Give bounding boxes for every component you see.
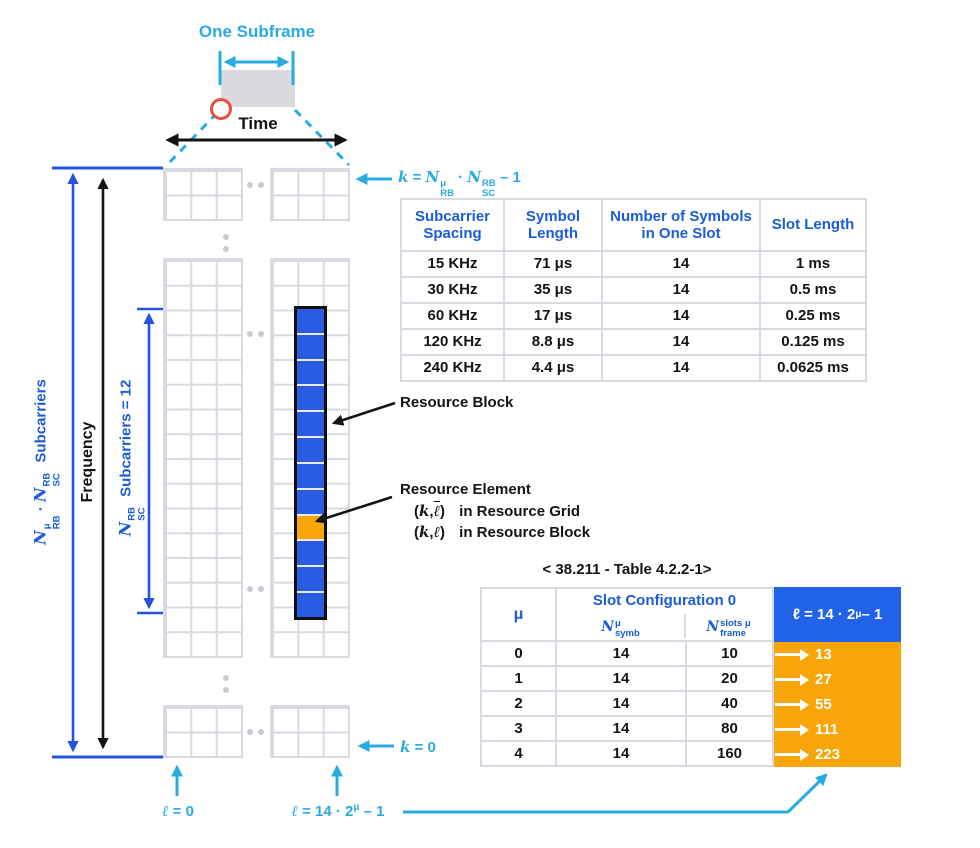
arrow-right-icon <box>775 723 809 736</box>
resource-element-cell <box>297 386 324 411</box>
table-cell: 0.25 ms <box>761 304 865 328</box>
resource-element-origin-circle <box>210 98 232 120</box>
table-cell: 14 <box>557 642 685 665</box>
table-cell: 4.4 μs <box>505 356 601 380</box>
table-cell: 14 <box>603 252 759 276</box>
table-cell: 30 KHz <box>402 278 503 302</box>
subframe-box <box>221 70 295 107</box>
table-cell: 0.0625 ms <box>761 356 865 380</box>
grid-top-right <box>270 168 350 221</box>
table-cell: 14 <box>603 278 759 302</box>
one-subframe-label: One Subframe <box>198 22 316 41</box>
l-max-label: ℓ = 14 · 2μ – 1 <box>291 802 385 820</box>
resource-element-highlighted <box>297 515 324 540</box>
table-cell: 71 μs <box>505 252 601 276</box>
table-cell: 8.8 μs <box>505 330 601 354</box>
group-header: Slot Configuration 0 <box>592 592 737 609</box>
table-cell: 160 <box>687 742 772 765</box>
arrow-right-icon <box>775 673 809 686</box>
resource-element-cell <box>297 593 324 617</box>
table-cell: 14 <box>603 356 759 380</box>
l-max-to-table-connector <box>403 773 828 814</box>
table-cell: 40 <box>687 692 772 715</box>
l-max-row: 223 <box>774 742 901 767</box>
l-max-row: 13 <box>774 642 901 667</box>
grid-bottom-right <box>270 705 350 758</box>
table-cell: 1 ms <box>761 252 865 276</box>
table-cell: 0.125 ms <box>761 330 865 354</box>
column-header: Slot Length <box>761 200 865 250</box>
table-cell: 10 <box>687 642 772 665</box>
zoom-dashed-line-right <box>293 108 351 167</box>
table-cell: 120 KHz <box>402 330 503 354</box>
l-zero-label: ℓ = 0 <box>162 802 194 820</box>
frequency-label: Frequency <box>79 421 96 503</box>
table-cell: 14 <box>557 742 685 765</box>
re-grid-coordinates: (k,ℓ) in Resource Grid <box>414 502 581 520</box>
l-max-row: 55 <box>774 692 901 717</box>
table-cell: 2 <box>482 692 555 715</box>
symbol-length-table: Subcarrier Spacing Symbol Length Number … <box>400 198 867 382</box>
table-cell: 4 <box>482 742 555 765</box>
resource-block-callout: Resource Block <box>400 394 514 411</box>
subcolumn-divider <box>684 614 686 638</box>
resource-element-cell <box>297 489 324 514</box>
resource-element-cell <box>297 360 324 385</box>
table-cell: 0.5 ms <box>761 278 865 302</box>
time-label: Time <box>238 114 278 133</box>
zoom-dashed-line-left <box>165 111 219 167</box>
resource-block-column <box>294 306 327 620</box>
table-cell: 17 μs <box>505 304 601 328</box>
table-cell: 14 <box>603 330 759 354</box>
l-max-row: 27 <box>774 667 901 692</box>
slot-table-title: < 38.211 - Table 4.2.2-1> <box>542 561 712 578</box>
resource-element-cell <box>297 309 324 333</box>
table-cell: 240 KHz <box>402 356 503 380</box>
mu-column-header: μ <box>482 589 555 640</box>
table-cell: 35 μs <box>505 278 601 302</box>
table-cell: 14 <box>557 717 685 740</box>
re-block-coordinates: (k,ℓ) in Resource Block <box>414 523 591 541</box>
resource-element-cell <box>297 412 324 437</box>
table-cell: 14 <box>603 304 759 328</box>
l-max-row: 111 <box>774 717 901 742</box>
resource-element-cell <box>297 567 324 592</box>
table-cell: 20 <box>687 667 772 690</box>
table-cell: 3 <box>482 717 555 740</box>
arrow-right-icon <box>775 748 809 761</box>
grid-bottom-left <box>163 705 243 758</box>
grid-top-left <box>163 168 243 221</box>
table-cell: 15 KHz <box>402 252 503 276</box>
l-max-values: 13 27 55 111 223 <box>774 642 901 767</box>
table-cell: 80 <box>687 717 772 740</box>
table-cell: 0 <box>482 642 555 665</box>
grid-middle-left <box>163 258 243 658</box>
column-header: Subcarrier Spacing <box>402 200 503 250</box>
column-header: Number of Symbols in One Slot <box>603 200 759 250</box>
table-cell: 14 <box>557 667 685 690</box>
table-cell: 1 <box>482 667 555 690</box>
k-zero-label: k = 0 <box>400 738 436 756</box>
resource-element-callout: Resource Element <box>400 481 531 498</box>
table-cell: 60 KHz <box>402 304 503 328</box>
resource-element-cell <box>297 438 324 462</box>
resource-element-cell <box>297 541 324 566</box>
arrow-right-icon <box>775 648 809 661</box>
resource-element-cell <box>297 463 324 488</box>
column-header: Symbol Length <box>505 200 601 250</box>
arrow-right-icon <box>775 698 809 711</box>
table-cell: 14 <box>557 692 685 715</box>
resource-element-cell <box>297 334 324 359</box>
